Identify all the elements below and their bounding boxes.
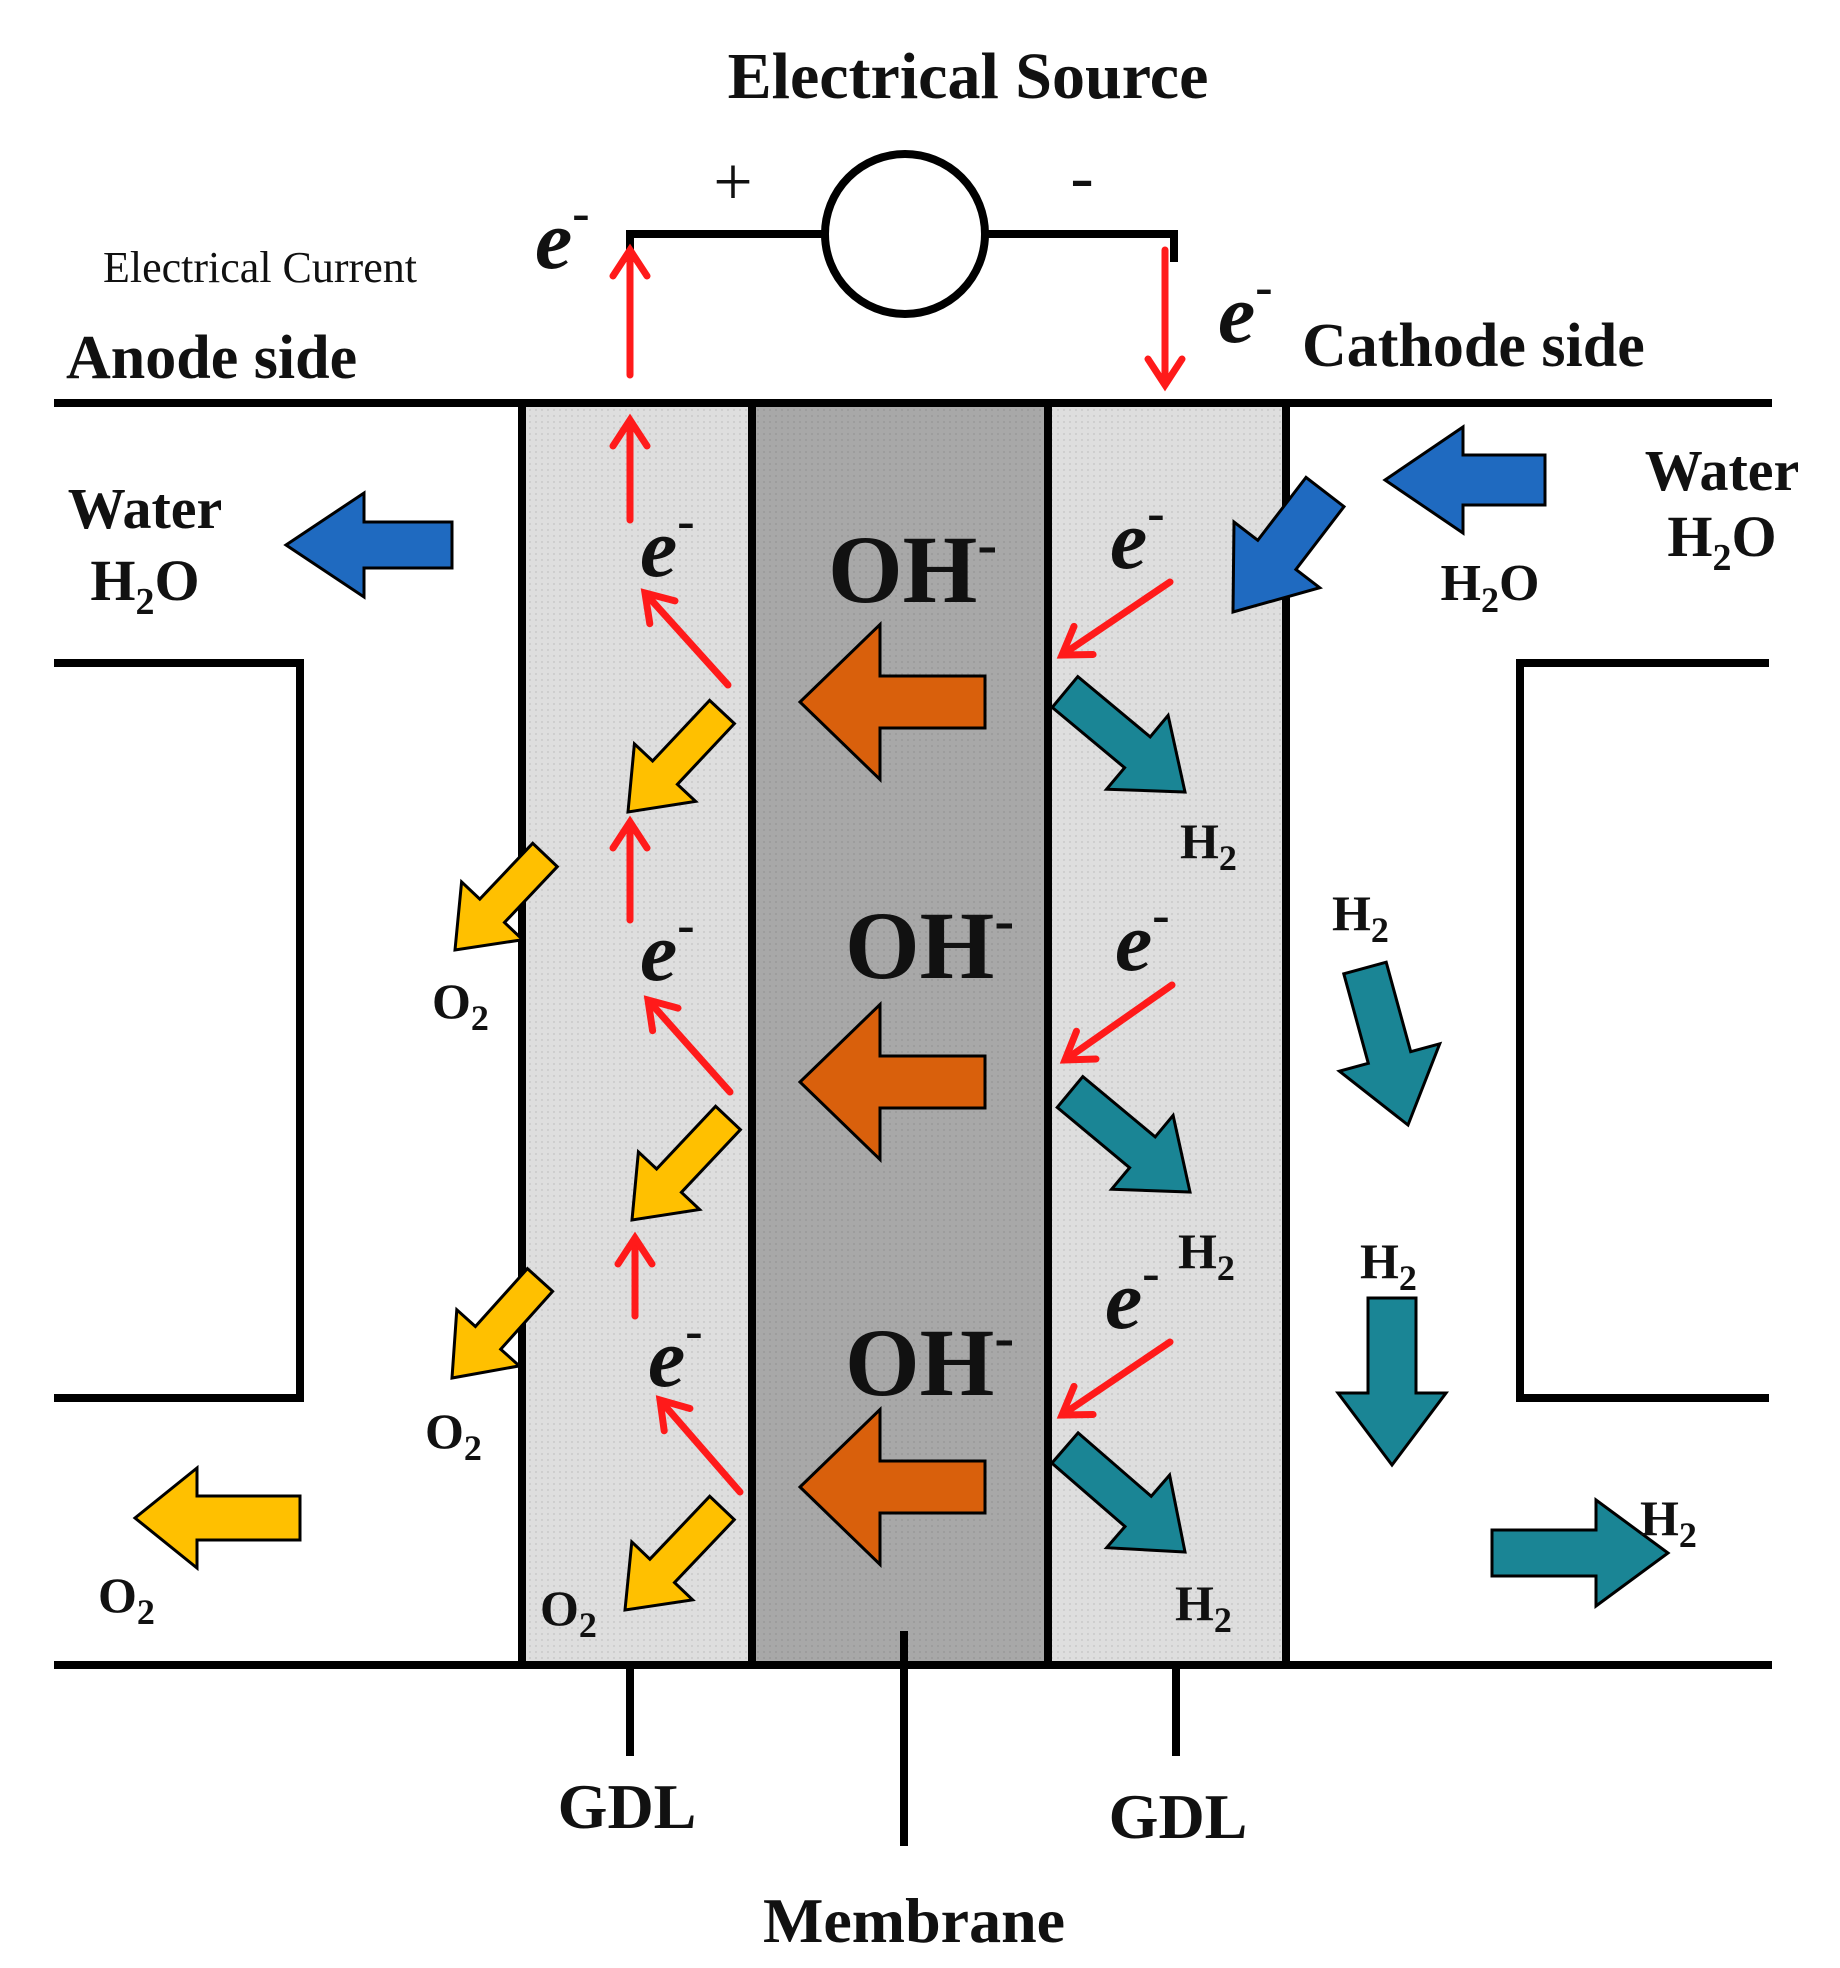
hydrogen-label: H2 xyxy=(1175,1575,1232,1640)
circuit-wire-left xyxy=(626,230,824,262)
anode-side-label: Anode side xyxy=(66,324,357,392)
oxygen-arrow xyxy=(630,1104,743,1222)
electron-current-arrow xyxy=(609,243,651,379)
hydrogen-arrow xyxy=(1050,674,1187,794)
electron-label: e- xyxy=(648,1303,703,1405)
oxygen-arrow xyxy=(623,1494,737,1612)
oxygen-arrow xyxy=(626,698,737,814)
hydrogen-label: H2 xyxy=(1640,1490,1697,1555)
electron-label: e- xyxy=(640,493,695,595)
water-inlet-formula: H2O xyxy=(1667,504,1776,579)
electron-flow-arrow xyxy=(1059,981,1176,1064)
oxygen-label: O2 xyxy=(540,1580,597,1645)
hydroxide-label: OH- xyxy=(845,887,1014,999)
water-outlet-word: Water xyxy=(68,476,223,541)
oxygen-arrow xyxy=(450,1266,555,1380)
water-inlet-word: Water xyxy=(1645,438,1800,503)
oxygen-label: O2 xyxy=(98,1567,155,1632)
membrane-layer xyxy=(752,403,1048,1665)
oxygen-label: O2 xyxy=(432,973,489,1038)
electron-flow-arrow xyxy=(643,995,734,1096)
cathode-side-label: Cathode side xyxy=(1302,312,1645,380)
gdl-left-layer xyxy=(522,403,752,1665)
hydrogen-arrow xyxy=(1055,1074,1192,1194)
anode-channel-outline xyxy=(54,659,304,1402)
electron-flow-arrow xyxy=(609,413,651,524)
labels: Electrical Source + - Electrical Current… xyxy=(66,40,1799,1956)
oxygen-arrow xyxy=(453,841,560,952)
negative-terminal-sign: - xyxy=(1070,139,1093,216)
water-inlet-small-formula: H2O xyxy=(1441,555,1540,620)
gdl-left-label: GDL xyxy=(558,1771,697,1842)
hydroxide-arrow xyxy=(797,1405,987,1569)
electron-label: e- xyxy=(535,185,590,287)
electron-current-arrow xyxy=(1144,246,1186,392)
hydroxide-label: OH- xyxy=(828,511,997,623)
gdl-right-label: GDL xyxy=(1109,1781,1248,1852)
electron-flow-arrow xyxy=(1056,578,1174,659)
diagram-title: Electrical Source xyxy=(728,40,1209,113)
electron-flow-arrow xyxy=(609,815,651,924)
electrical-current-label: Electrical Current xyxy=(103,243,417,292)
water-outlet-formula: H2O xyxy=(90,548,199,623)
water-outlet-arrow xyxy=(283,490,454,600)
hydrogen-label: H2 xyxy=(1180,813,1237,878)
power-source-symbol xyxy=(821,150,989,318)
hydrogen-label: H2 xyxy=(1178,1223,1235,1288)
electron-label: e- xyxy=(1110,485,1165,587)
hydroxide-arrow xyxy=(797,620,987,784)
electron-flow-arrow xyxy=(640,588,732,689)
hydroxide-arrow xyxy=(797,1000,987,1164)
membrane-label: Membrane xyxy=(763,1885,1065,1956)
flow-arrows xyxy=(132,243,1671,1612)
electron-flow-arrow xyxy=(614,1231,656,1320)
hydroxide-label: OH- xyxy=(845,1304,1014,1416)
hydrogen-outlet-arrow xyxy=(1490,1497,1671,1609)
electron-label: e- xyxy=(1218,259,1273,361)
electron-flow-arrow xyxy=(1056,1338,1174,1419)
cathode-channel-outline xyxy=(1516,659,1769,1402)
oxygen-label: O2 xyxy=(425,1403,482,1468)
electron-flow-arrow xyxy=(655,1395,744,1496)
water-inlet-arrow xyxy=(1231,475,1347,614)
hydrogen-arrow xyxy=(1049,1430,1187,1554)
hydrogen-label: H2 xyxy=(1360,1233,1417,1298)
electron-label: e- xyxy=(640,897,695,999)
cell-structure xyxy=(54,150,1772,1846)
positive-terminal-sign: + xyxy=(713,144,752,221)
electron-label: e- xyxy=(1105,1245,1160,1347)
electron-label: e- xyxy=(1115,887,1170,989)
circuit-wire-right xyxy=(986,230,1178,262)
oxygen-outlet-arrow xyxy=(132,1464,302,1572)
water-inlet-arrow xyxy=(1382,424,1547,536)
hydrogen-arrow xyxy=(1336,960,1443,1128)
hydrogen-label: H2 xyxy=(1332,885,1389,950)
hydrogen-arrow xyxy=(1335,1296,1449,1468)
